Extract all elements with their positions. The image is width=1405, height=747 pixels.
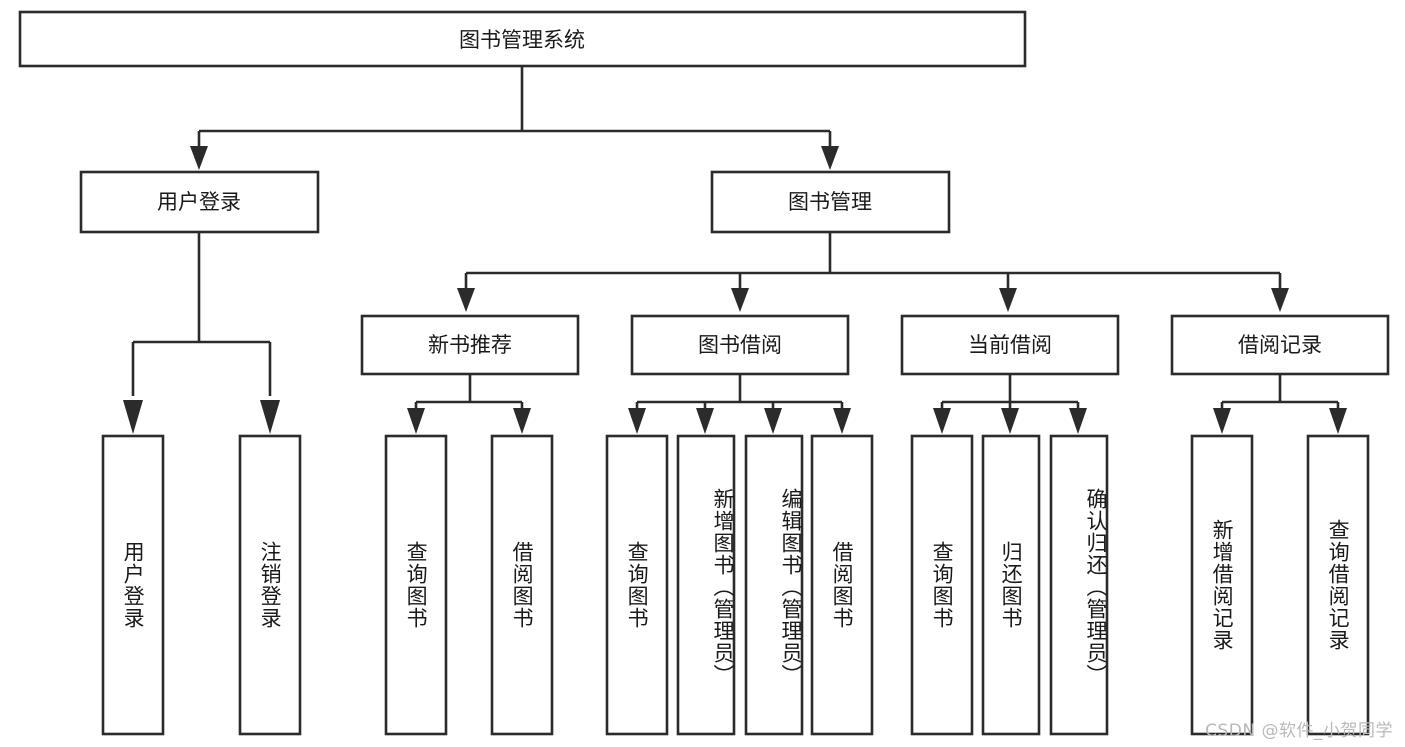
node-user-login[interactable]: 用户登录	[79, 170, 320, 234]
root-label: 图书管理系统	[459, 28, 585, 52]
connector-root-to-level2	[190, 66, 839, 170]
connector-book-borrow-to-leaves	[628, 374, 851, 434]
leaf-box-query-book-1[interactable]	[384, 434, 448, 736]
user-login-label: 用户登录	[157, 190, 241, 214]
arrow-head-icon	[190, 146, 208, 170]
arrow-head-icon	[407, 408, 425, 434]
leaf-box-query-book-3[interactable]	[910, 434, 974, 736]
node-new-book-rec[interactable]: 新书推荐	[360, 314, 580, 376]
leaf-box-query-record[interactable]	[1306, 434, 1370, 736]
node-book-borrow[interactable]: 图书借阅	[630, 314, 850, 376]
node-root[interactable]: 图书管理系统	[18, 10, 1027, 68]
new-book-rec-box	[360, 314, 580, 376]
connector-current-borrow-to-leaves	[933, 374, 1087, 434]
book-borrow-label: 图书借阅	[698, 333, 782, 357]
arrow-head-icon	[1271, 288, 1289, 312]
arrow-head-icon	[696, 408, 714, 434]
leaf-box-borrow-book-2[interactable]	[810, 434, 874, 736]
current-borrow-label: 当前借阅	[968, 333, 1052, 357]
arrow-head-icon	[260, 400, 280, 434]
arrow-head-icon	[1213, 408, 1231, 434]
leaf-box-return-book[interactable]	[981, 434, 1041, 736]
arrow-head-icon	[999, 288, 1017, 312]
node-borrow-record[interactable]: 借阅记录	[1170, 314, 1390, 376]
leaf-box-logout[interactable]	[238, 434, 302, 736]
current-borrow-box	[900, 314, 1120, 376]
connector-user-login-to-leaves	[123, 232, 280, 434]
leaf-box-edit-book[interactable]	[744, 434, 804, 736]
arrow-head-icon	[1329, 408, 1347, 434]
arrow-head-icon	[628, 408, 646, 434]
connector-book-manage-to-level3	[457, 232, 1289, 312]
leaf-box-confirm-return[interactable]	[1049, 434, 1109, 736]
leaf-box-user-login[interactable]	[101, 434, 165, 736]
root-box	[18, 10, 1027, 68]
arrow-head-icon	[457, 288, 475, 312]
arrow-head-icon	[933, 408, 951, 434]
arrow-head-icon	[821, 146, 839, 170]
node-current-borrow[interactable]: 当前借阅	[900, 314, 1120, 376]
arrow-head-icon	[1001, 408, 1019, 434]
connector-borrow-record-to-leaves	[1213, 374, 1347, 434]
node-book-manage[interactable]: 图书管理	[710, 170, 951, 234]
leaf-box-add-book[interactable]	[676, 434, 736, 736]
arrow-head-icon	[513, 408, 531, 434]
arrow-head-icon	[833, 408, 851, 434]
leaf-box-query-book-2[interactable]	[605, 434, 669, 736]
watermark-text: CSDN @软件_小贺同学	[1205, 721, 1393, 741]
arrow-head-icon	[764, 408, 782, 434]
arrow-head-icon	[731, 288, 749, 312]
leaf-box-borrow-book-1[interactable]	[490, 434, 554, 736]
user-login-box	[79, 170, 320, 234]
leaf-box-add-record[interactable]	[1190, 434, 1254, 736]
arrow-head-icon	[1069, 408, 1087, 434]
book-manage-label: 图书管理	[788, 190, 872, 214]
borrow-record-label: 借阅记录	[1238, 333, 1322, 357]
arrow-head-icon	[123, 400, 143, 434]
connector-new-book-rec-to-leaves	[407, 374, 531, 434]
new-book-rec-label: 新书推荐	[428, 333, 512, 357]
